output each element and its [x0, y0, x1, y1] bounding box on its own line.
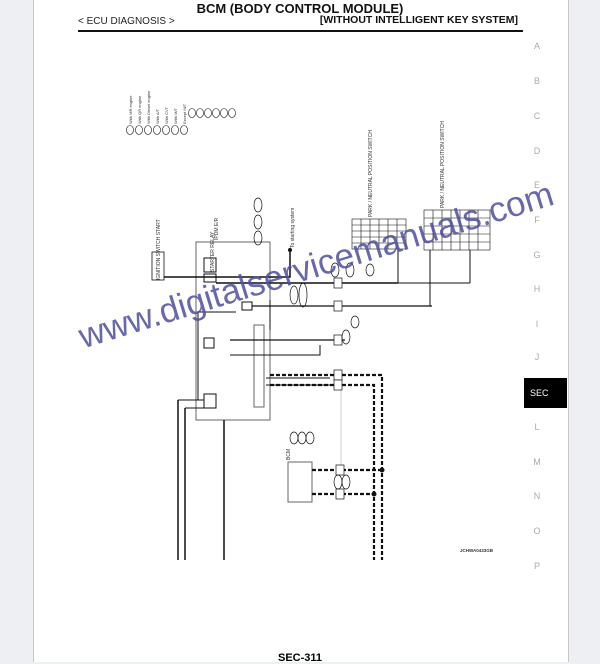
page-subtitle: [WITHOUT INTELLIGENT KEY SYSTEM] — [319, 14, 518, 26]
bcm-label: BCM — [286, 449, 292, 460]
legend-oval — [220, 108, 228, 118]
park-neutral-switch-2-label: PARK / NEUTRAL POSITION SWITCH — [440, 121, 446, 208]
side-index-h[interactable]: H — [533, 284, 541, 294]
side-index-g[interactable]: G — [533, 250, 541, 260]
ipdm-label: IPDM E/R — [214, 217, 220, 240]
diagram-code: JCHWA0433GB — [460, 548, 494, 553]
side-index-o[interactable]: O — [533, 526, 541, 536]
legend-item: With Diesel engine — [146, 90, 151, 124]
legend-oval — [144, 125, 152, 135]
page-number: SEC-311 — [277, 652, 323, 664]
side-index-p[interactable]: P — [533, 561, 540, 571]
legend-oval — [135, 125, 143, 135]
starter-relay-label: STARTER RELAY — [210, 231, 216, 272]
bcm-box — [287, 461, 313, 503]
legend-oval — [126, 125, 134, 135]
legend-oval — [196, 108, 204, 118]
legend-oval — [162, 125, 170, 135]
header-divider — [78, 30, 523, 32]
legend-oval — [153, 125, 161, 135]
side-index-e[interactable]: E — [533, 180, 540, 190]
park-neutral-switch-1-label: PARK / NEUTRAL POSITION SWITCH — [368, 130, 374, 217]
side-index-c[interactable]: C — [533, 111, 541, 121]
legend-oval — [188, 108, 196, 118]
diagram-labels: IGNITION SWITCH START STARTER RELAY To s… — [128, 90, 494, 553]
ignition-switch-label: IGNITION SWITCH START — [156, 219, 162, 280]
ipdm-box — [195, 241, 271, 421]
breadcrumb[interactable]: < ECU DIAGNOSIS > — [78, 16, 175, 27]
side-index-d[interactable]: D — [533, 146, 541, 156]
legend-oval — [212, 108, 220, 118]
manual-page — [33, 0, 569, 662]
legend-item: With MR engine — [128, 95, 133, 124]
to-starting-system-label: To starting system — [290, 208, 296, 248]
side-index-a[interactable]: A — [533, 41, 540, 51]
legend-oval — [171, 125, 179, 135]
page-title: BCM (BODY CONTROL MODULE) — [196, 1, 404, 16]
side-index-m[interactable]: M — [533, 457, 541, 467]
legend-oval — [228, 108, 236, 118]
side-index-b[interactable]: B — [533, 76, 540, 86]
side-index-l[interactable]: L — [534, 422, 540, 432]
legend-item: Except M/T — [182, 103, 187, 124]
legend-item: With A/T — [155, 108, 160, 124]
side-index-f[interactable]: F — [534, 215, 540, 225]
ignition-switch-box — [151, 251, 165, 281]
legend-oval — [204, 108, 212, 118]
side-index-j[interactable]: J — [534, 352, 540, 362]
legend-item: With M/T — [173, 107, 178, 124]
legend-connectors — [126, 108, 236, 135]
legend-oval — [180, 125, 188, 135]
legend-item: With QR engine — [137, 95, 142, 124]
side-index-n[interactable]: N — [533, 491, 541, 501]
side-index-active-sec[interactable]: SEC — [524, 378, 567, 408]
legend-item: With CVT — [164, 106, 169, 124]
side-index-i[interactable]: I — [535, 319, 539, 329]
